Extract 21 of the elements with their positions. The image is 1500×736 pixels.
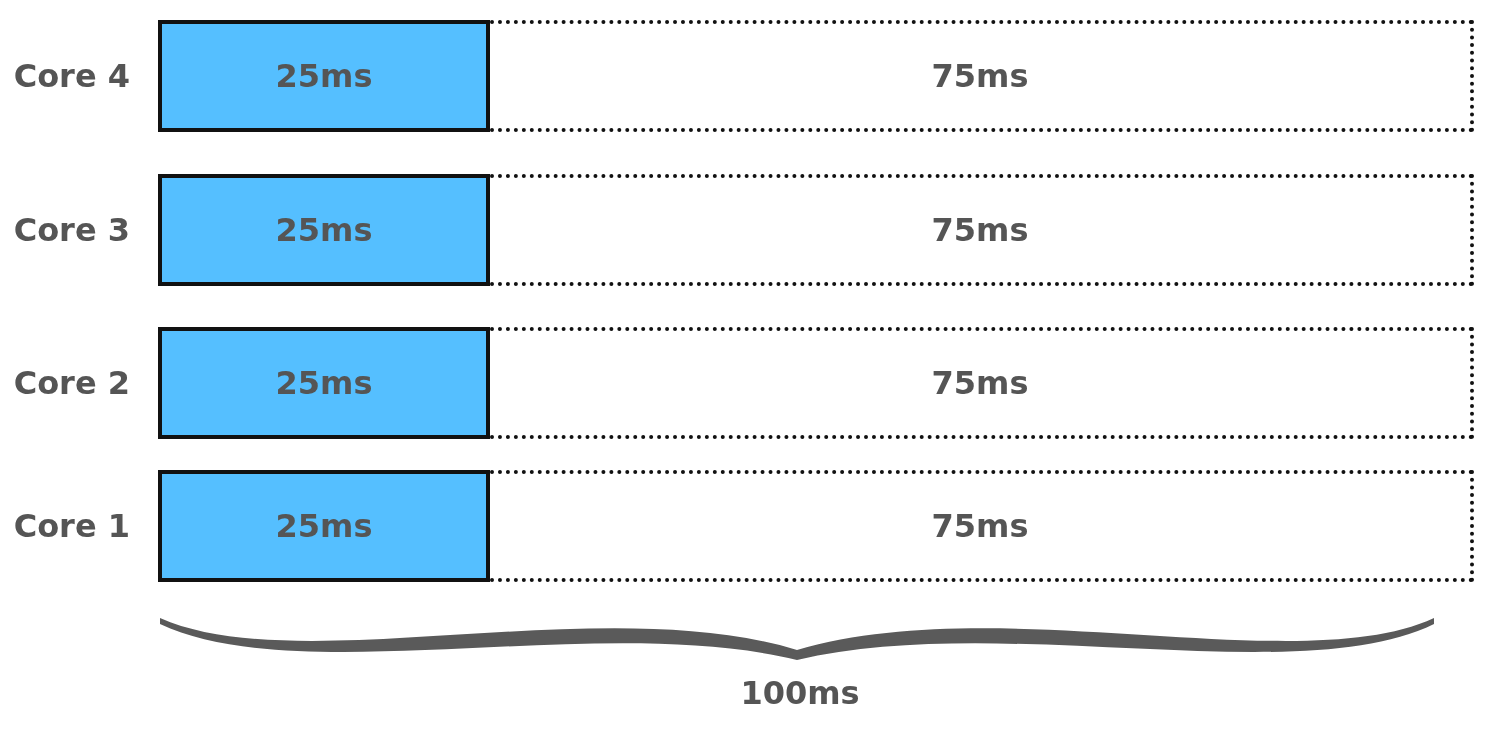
duration-label: 75ms [931, 507, 1029, 545]
total-duration-label: 100ms [740, 674, 860, 712]
core-label: Core 1 [13, 507, 130, 545]
busy-time-block [158, 20, 490, 132]
core-label: Core 2 [13, 364, 130, 402]
duration-label: 75ms [931, 364, 1029, 402]
duration-label: 75ms [931, 57, 1029, 95]
duration-label: 25ms [275, 507, 373, 545]
duration-label: 75ms [931, 211, 1029, 249]
duration-label: 25ms [275, 57, 373, 95]
idle-time-block [490, 470, 1474, 582]
busy-time-block [158, 327, 490, 439]
core-label: Core 3 [13, 211, 130, 249]
idle-time-block [490, 327, 1474, 439]
duration-label: 25ms [275, 211, 373, 249]
duration-label: 25ms [275, 364, 373, 402]
idle-time-block [490, 174, 1474, 286]
busy-time-block [158, 174, 490, 286]
busy-time-block [158, 470, 490, 582]
core-label: Core 4 [13, 57, 130, 95]
idle-time-block [490, 20, 1474, 132]
